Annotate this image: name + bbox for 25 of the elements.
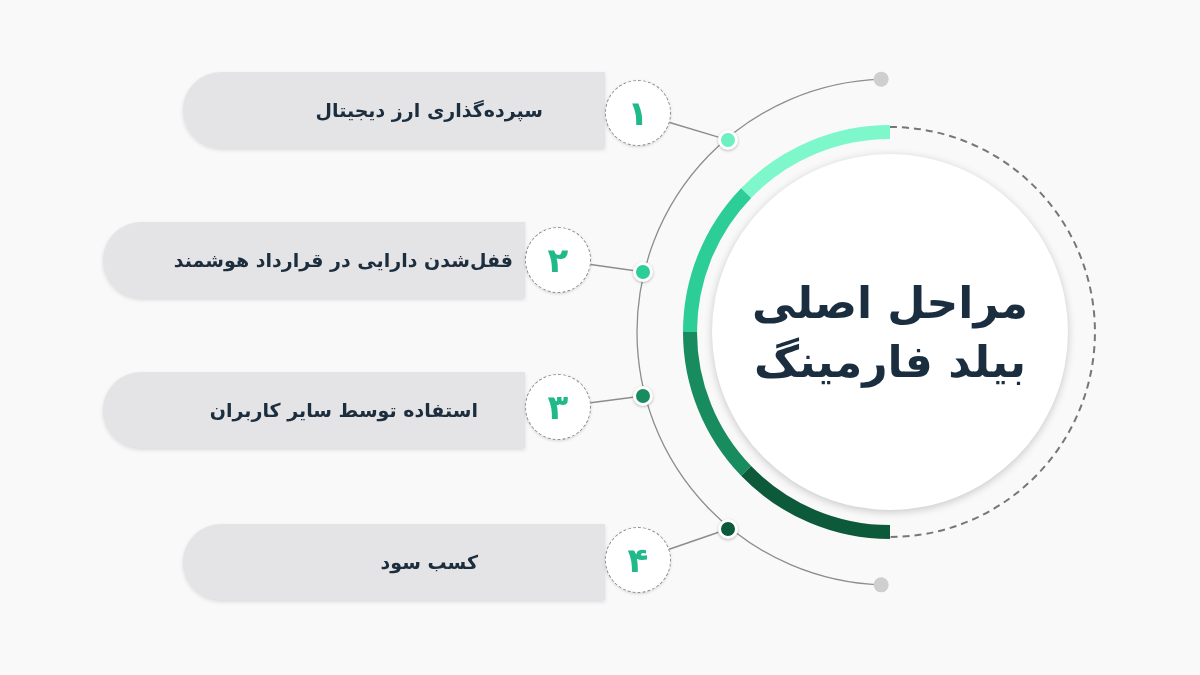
title-text: مراحل اصلی بیلد فارمینگ xyxy=(750,275,1030,390)
step-number: ۳ xyxy=(547,387,569,427)
step-pill xyxy=(103,372,525,448)
step-pill xyxy=(183,72,605,148)
connector-dot xyxy=(633,386,653,406)
step-text: استفاده توسط سایر کاربران xyxy=(209,399,478,421)
number-circle xyxy=(605,527,671,593)
connector-line xyxy=(668,121,720,138)
number-circle xyxy=(605,80,671,146)
step-number: ۴ xyxy=(627,540,649,580)
step-text: کسب سود xyxy=(380,551,478,573)
connector-dot xyxy=(718,130,738,150)
number-circle xyxy=(525,227,591,293)
step-text: قفل‌شدن دارایی در قرارداد هوشمند xyxy=(173,249,513,271)
connector-line xyxy=(590,396,634,404)
step-number: ۱ xyxy=(627,93,649,133)
step-pill xyxy=(103,222,525,298)
step-pill xyxy=(183,524,605,600)
step-number: ۲ xyxy=(547,240,569,280)
connector-line xyxy=(589,263,634,272)
step-text: سپرده‌گذاری ارز دیجیتال xyxy=(315,99,543,121)
connector-dot xyxy=(718,519,738,539)
number-circle xyxy=(525,374,591,440)
connector-dot xyxy=(633,262,653,282)
connector-line xyxy=(668,531,720,550)
